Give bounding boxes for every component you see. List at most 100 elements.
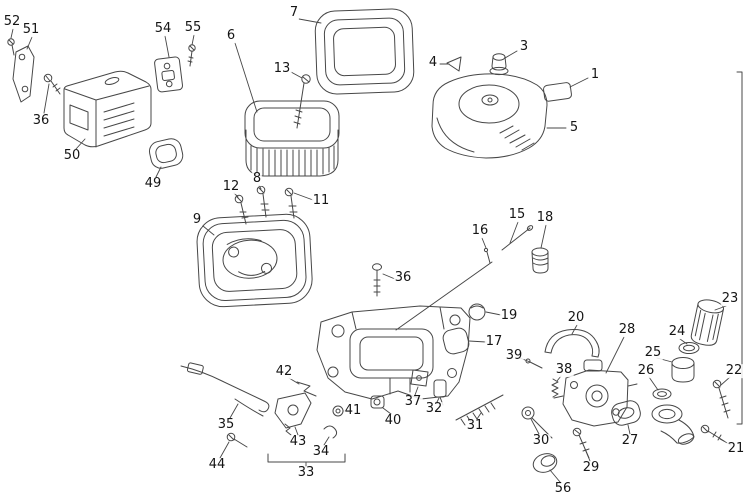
part-label-30: 30 (531, 433, 551, 449)
leader-line-36 (382, 273, 396, 280)
leader-line-49 (155, 166, 162, 178)
washer-41-part (332, 405, 344, 417)
leader-line-51 (26, 36, 33, 50)
part-label-36: 36 (31, 113, 51, 129)
leader-line-38 (556, 375, 562, 382)
part-label-15: 15 (507, 207, 527, 223)
air-filter-element-part (244, 100, 340, 177)
part-label-56: 56 (553, 481, 573, 497)
part-label-39: 39 (504, 348, 524, 364)
leader-line-54 (164, 35, 170, 58)
part-label-38: 38 (554, 362, 574, 378)
part-label-19: 19 (499, 308, 519, 324)
part-label-40: 40 (383, 413, 403, 429)
part-label-33: 33 (296, 465, 316, 481)
clip-4-part (446, 56, 462, 72)
leader-line-31 (476, 412, 482, 420)
intake-elbow-part (651, 404, 695, 445)
pin-39-part (525, 358, 543, 369)
spacer-25-part (671, 357, 695, 383)
screw-8-part (256, 185, 270, 218)
gasket-49-part (148, 138, 184, 169)
screw-22-part (712, 379, 731, 419)
leader-line-22 (720, 376, 731, 386)
screw-11-part (284, 187, 298, 219)
needle-15-part (501, 225, 534, 251)
grommet-40-part (370, 395, 385, 409)
part-label-5: 5 (568, 120, 580, 136)
leader-line-55 (191, 34, 195, 46)
gasket-27-part (611, 400, 641, 426)
cap-56-part (532, 453, 558, 473)
part-label-17: 17 (484, 334, 504, 350)
leader-line-44 (219, 441, 230, 459)
screw-12-part (234, 194, 249, 225)
part-label-16: 16 (470, 223, 490, 239)
air-cleaner-base-part (196, 213, 313, 308)
part-label-22: 22 (724, 363, 744, 379)
leader-line-37 (414, 386, 419, 396)
leader-line-29 (584, 448, 591, 462)
bracket-51-part (12, 45, 35, 103)
part-label-11: 11 (311, 193, 331, 209)
part-label-43: 43 (288, 434, 308, 450)
muffler-part (63, 70, 152, 148)
leader-line-6 (234, 42, 258, 113)
throttle-rod-35-part (180, 362, 270, 417)
leader-line-27 (627, 424, 631, 435)
leader-line-9 (202, 225, 215, 236)
part-label-41: 41 (343, 403, 363, 419)
ball-19-part (468, 303, 486, 321)
leader-line-36 (43, 83, 50, 114)
part-label-35: 35 (216, 417, 236, 433)
part-label-32: 32 (424, 401, 444, 417)
leader-line-40 (382, 407, 392, 415)
screw-21-part (700, 424, 725, 442)
clip-34-part (323, 425, 338, 439)
part-label-37: 37 (403, 394, 423, 410)
spring-38-part (551, 378, 559, 398)
spring-31-part (455, 394, 504, 426)
leader-line-16 (481, 237, 487, 249)
leader-line-28 (605, 336, 625, 374)
screw-36-center-part (372, 263, 382, 297)
clip-42-part (296, 381, 317, 397)
fuel-pipe-20-part (544, 329, 600, 358)
right-bracket-line (736, 71, 743, 425)
part-label-52: 52 (2, 14, 22, 30)
leader-line-17 (468, 340, 487, 343)
leader-line-18 (540, 224, 547, 249)
part-label-26: 26 (636, 363, 656, 379)
part-label-28: 28 (617, 322, 637, 338)
leader-line-32 (436, 397, 440, 403)
part-label-24: 24 (667, 324, 687, 340)
screw-44-part (226, 432, 248, 448)
part-label-50: 50 (62, 148, 82, 164)
part-label-25: 25 (643, 345, 663, 361)
assembly-line (395, 261, 493, 331)
knob-3-part (489, 53, 509, 76)
leader-line-42 (288, 377, 300, 385)
part-label-6: 6 (225, 28, 237, 44)
ring-26-part (652, 388, 672, 400)
plate-54-part (154, 56, 184, 93)
air-cleaner-cover-part (314, 8, 415, 95)
part-label-4: 4 (427, 55, 439, 71)
pin-16-part (483, 247, 491, 264)
screw-55-part (187, 44, 196, 67)
part-label-8: 8 (251, 171, 263, 187)
part-label-20: 20 (566, 310, 586, 326)
part-label-49: 49 (143, 176, 163, 192)
leader-line-23 (714, 305, 727, 311)
part-label-21: 21 (726, 441, 745, 457)
part-label-13: 13 (272, 61, 292, 77)
carburetor-part (553, 359, 638, 427)
screw-36-left-part (43, 73, 61, 95)
part-label-3: 3 (518, 39, 530, 55)
part-label-55: 55 (183, 20, 203, 36)
part-label-23: 23 (720, 291, 740, 307)
part-label-31: 31 (465, 418, 485, 434)
assembly-bracket-33 (267, 453, 346, 463)
